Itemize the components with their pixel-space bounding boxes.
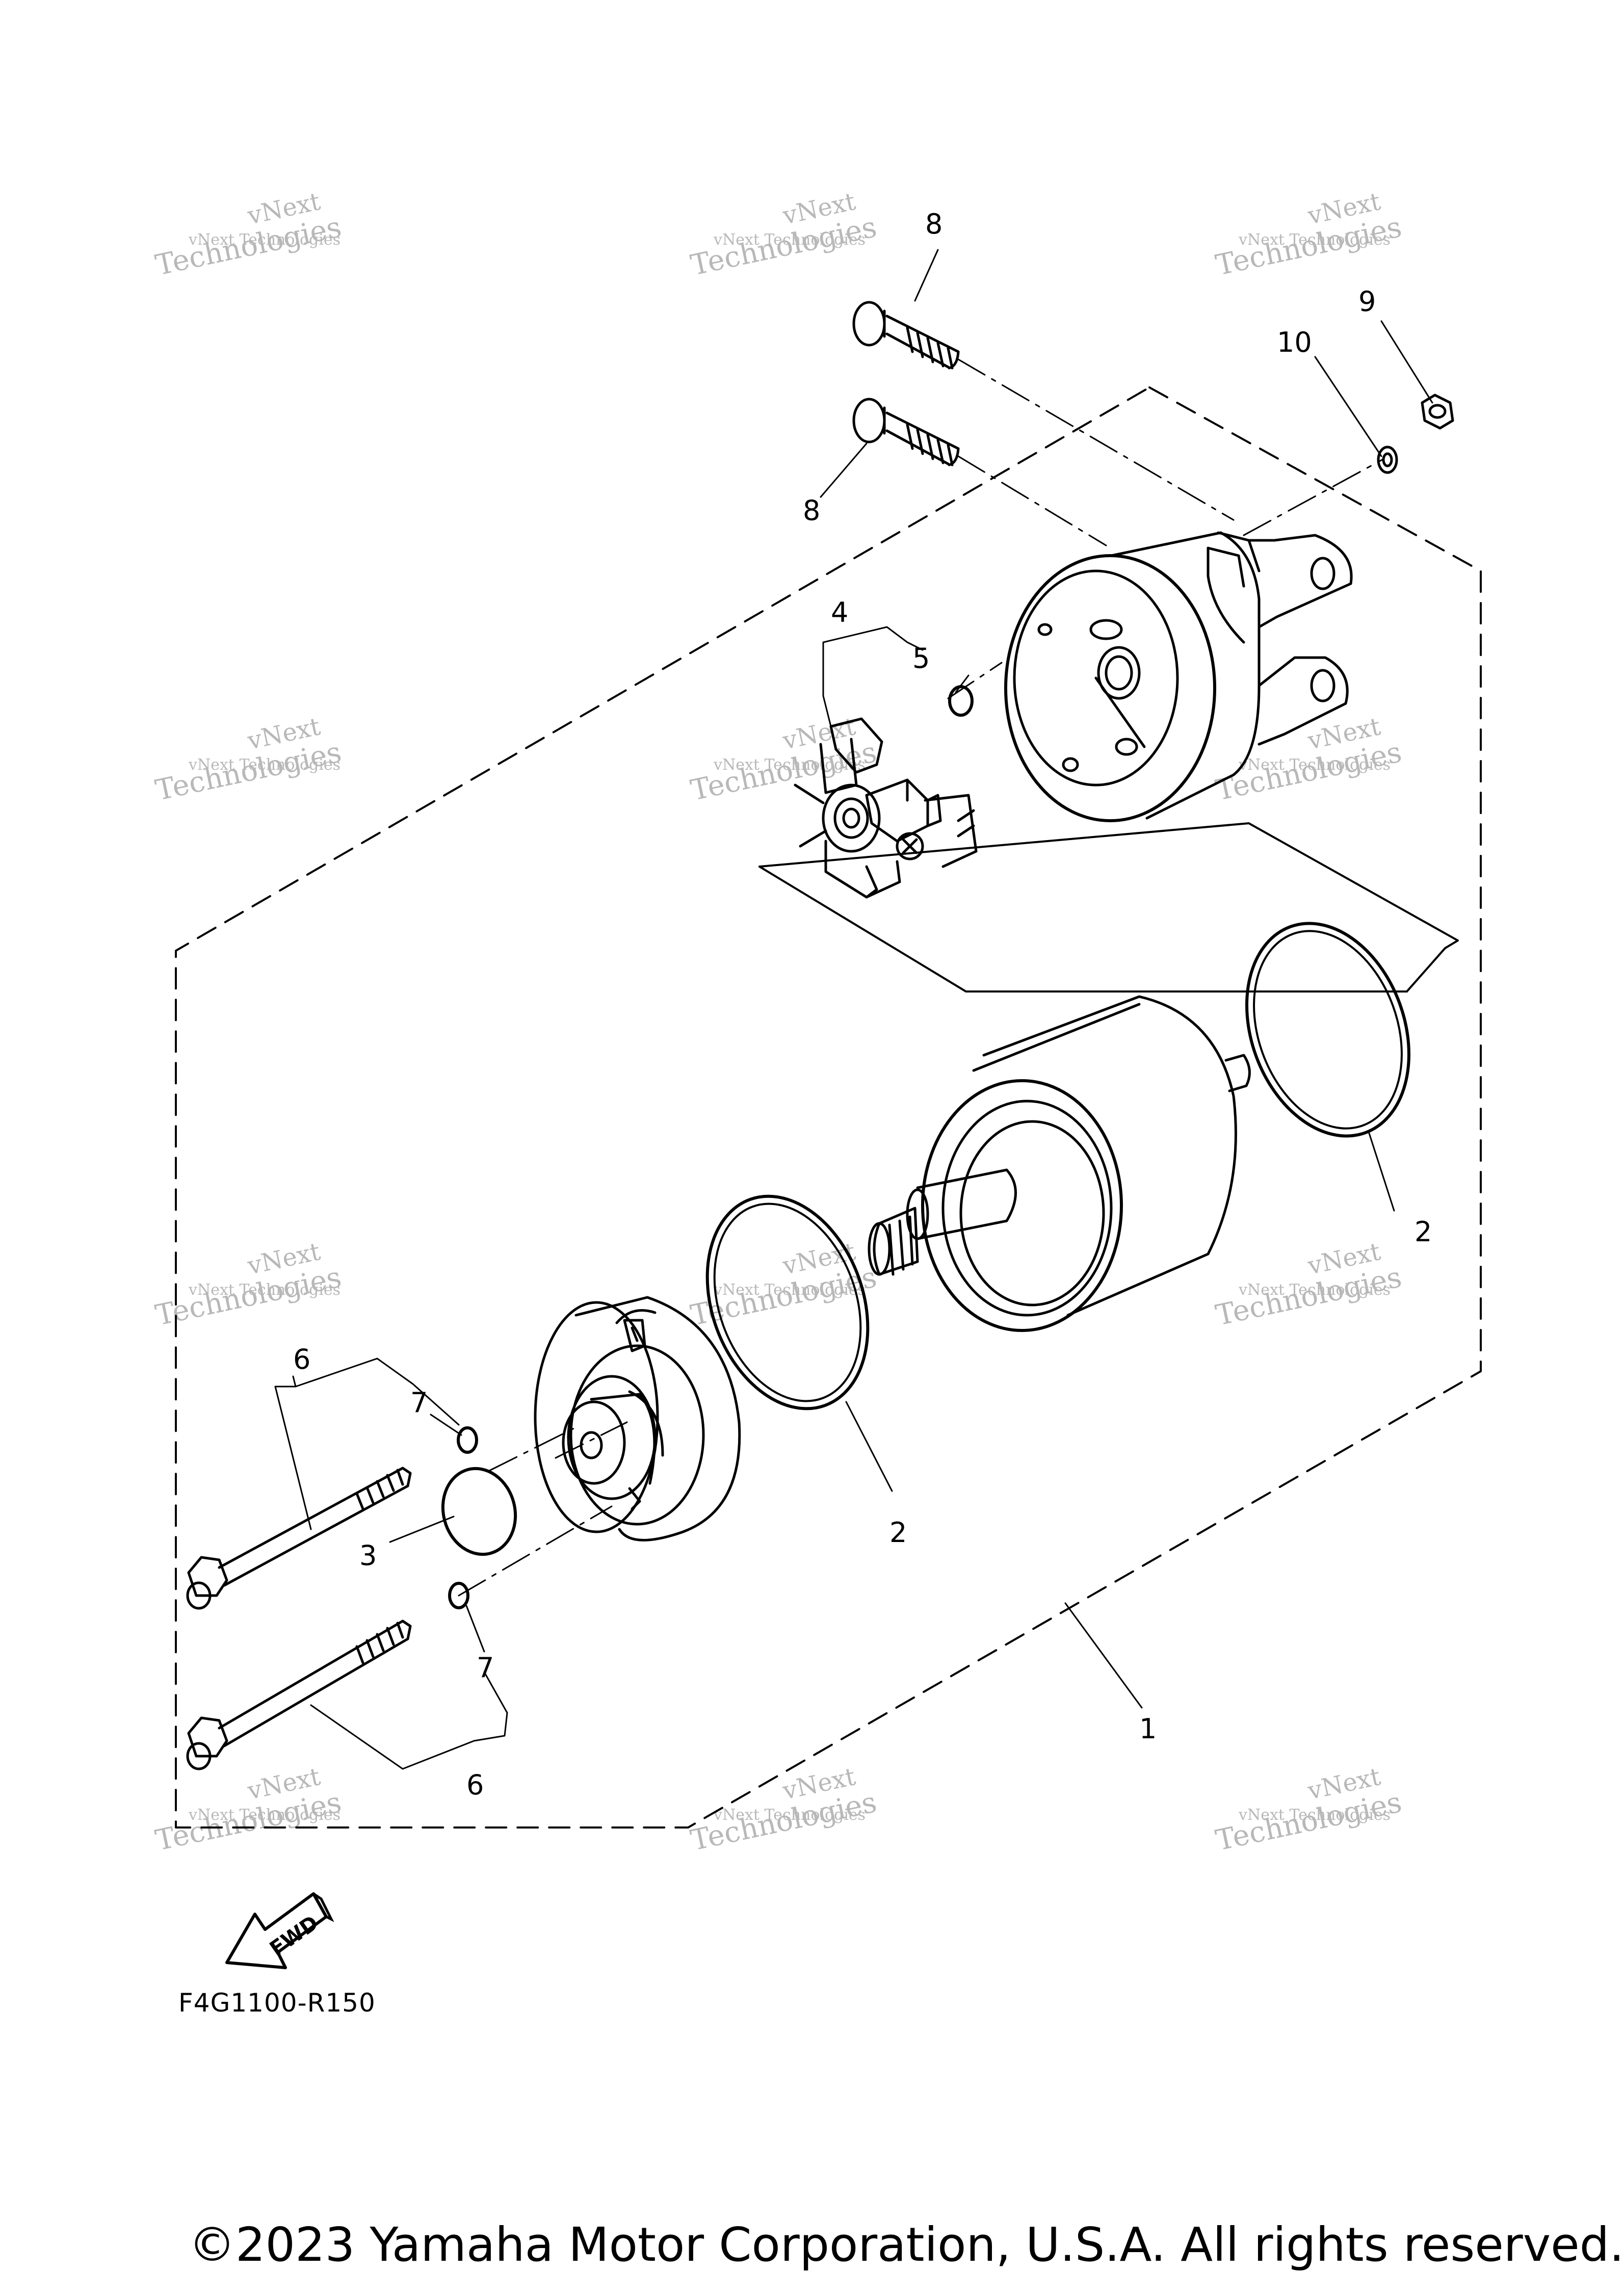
svg-text:vNext Technologies: vNext Technologies: [1238, 756, 1391, 774]
o-ring-7-upper: [457, 1426, 478, 1454]
callout-5: 5: [912, 642, 930, 674]
figure-code: F4G1100-R150: [178, 1988, 376, 2018]
svg-text:vNext Technologies: vNext Technologies: [1238, 1281, 1391, 1299]
svg-text:vNext Technologies: vNext Technologies: [1238, 1806, 1391, 1824]
yoke-armature: [868, 995, 1251, 1332]
assembly-boundary: [175, 386, 1482, 1829]
svg-text:vNext Technologies: vNext Technologies: [713, 1806, 866, 1824]
callouts: 8 8 9 10 4 5 2 2 1 6 7 3 7 6: [293, 208, 1432, 1801]
svg-text:vNext Technologies: vNext Technologies: [713, 1281, 866, 1299]
callout-1: 1: [1139, 1713, 1157, 1745]
svg-text:Technologies: Technologies: [152, 1786, 344, 1858]
svg-text:Technologies: Technologies: [688, 211, 879, 282]
callout-3: 3: [359, 1539, 377, 1572]
o-ring-5: [948, 685, 974, 717]
o-ring-3: [441, 1467, 517, 1556]
washer-10: [1377, 446, 1398, 474]
callout-2-left: 2: [889, 1517, 907, 1549]
o-ring-2-left: [705, 1194, 870, 1411]
svg-text:Technologies: Technologies: [1213, 1786, 1404, 1858]
callout-6-lower: 6: [466, 1769, 484, 1801]
subgroup-outline: [758, 822, 1459, 949]
brush-holder-4: [794, 717, 978, 899]
fwd-arrow-icon: FWD: [225, 1892, 334, 1969]
svg-text:Technologies: Technologies: [1213, 1261, 1404, 1333]
o-ring-7-lower: [448, 1582, 469, 1609]
svg-text:Technologies: Technologies: [1213, 211, 1404, 282]
svg-text:Technologies: Technologies: [688, 736, 879, 807]
svg-text:vNext Technologies: vNext Technologies: [713, 231, 866, 249]
svg-text:vNext Technologies: vNext Technologies: [1238, 231, 1391, 249]
bolt-8-upper: [852, 301, 960, 370]
subgroup-outline-bottom: [758, 866, 1408, 993]
callout-7-upper: 7: [410, 1387, 428, 1419]
callout-2-right: 2: [1415, 1216, 1432, 1248]
rear-cover: [1004, 531, 1353, 822]
svg-text:Technologies: Technologies: [152, 211, 344, 282]
bolt-8-lower: [852, 398, 960, 466]
svg-text:vNext Technologies: vNext Technologies: [188, 1281, 340, 1299]
leader-lines: [274, 249, 1433, 1770]
callout-8-lower: 8: [803, 494, 820, 527]
callout-9: 9: [1358, 285, 1376, 318]
callout-8-upper: 8: [925, 208, 942, 240]
callout-6-upper: 6: [293, 1343, 310, 1375]
nut-9: [1421, 394, 1454, 430]
svg-text:vNext Technologies: vNext Technologies: [188, 1806, 340, 1824]
through-bolt-6-upper: [186, 1467, 412, 1610]
svg-text:vNext Technologies: vNext Technologies: [188, 756, 340, 774]
svg-text:Technologies: Technologies: [688, 1786, 879, 1858]
svg-text:Technologies: Technologies: [152, 1261, 344, 1333]
callout-4: 4: [831, 596, 848, 629]
callout-7-lower: 7: [477, 1652, 494, 1684]
copyright-notice: ©2023 Yamaha Motor Corporation, U.S.A. A…: [189, 2217, 1624, 2272]
front-cover: [534, 1296, 741, 1542]
svg-text:Technologies: Technologies: [1213, 736, 1404, 807]
svg-text:Technologies: Technologies: [152, 736, 344, 807]
o-ring-2-right: [1245, 922, 1410, 1138]
axis-lines: [458, 358, 1385, 1597]
callout-10: 10: [1277, 326, 1312, 358]
svg-text:vNext Technologies: vNext Technologies: [188, 231, 340, 249]
svg-text:vNext Technologies: vNext Technologies: [713, 756, 866, 774]
through-bolt-6-lower: [186, 1620, 412, 1770]
